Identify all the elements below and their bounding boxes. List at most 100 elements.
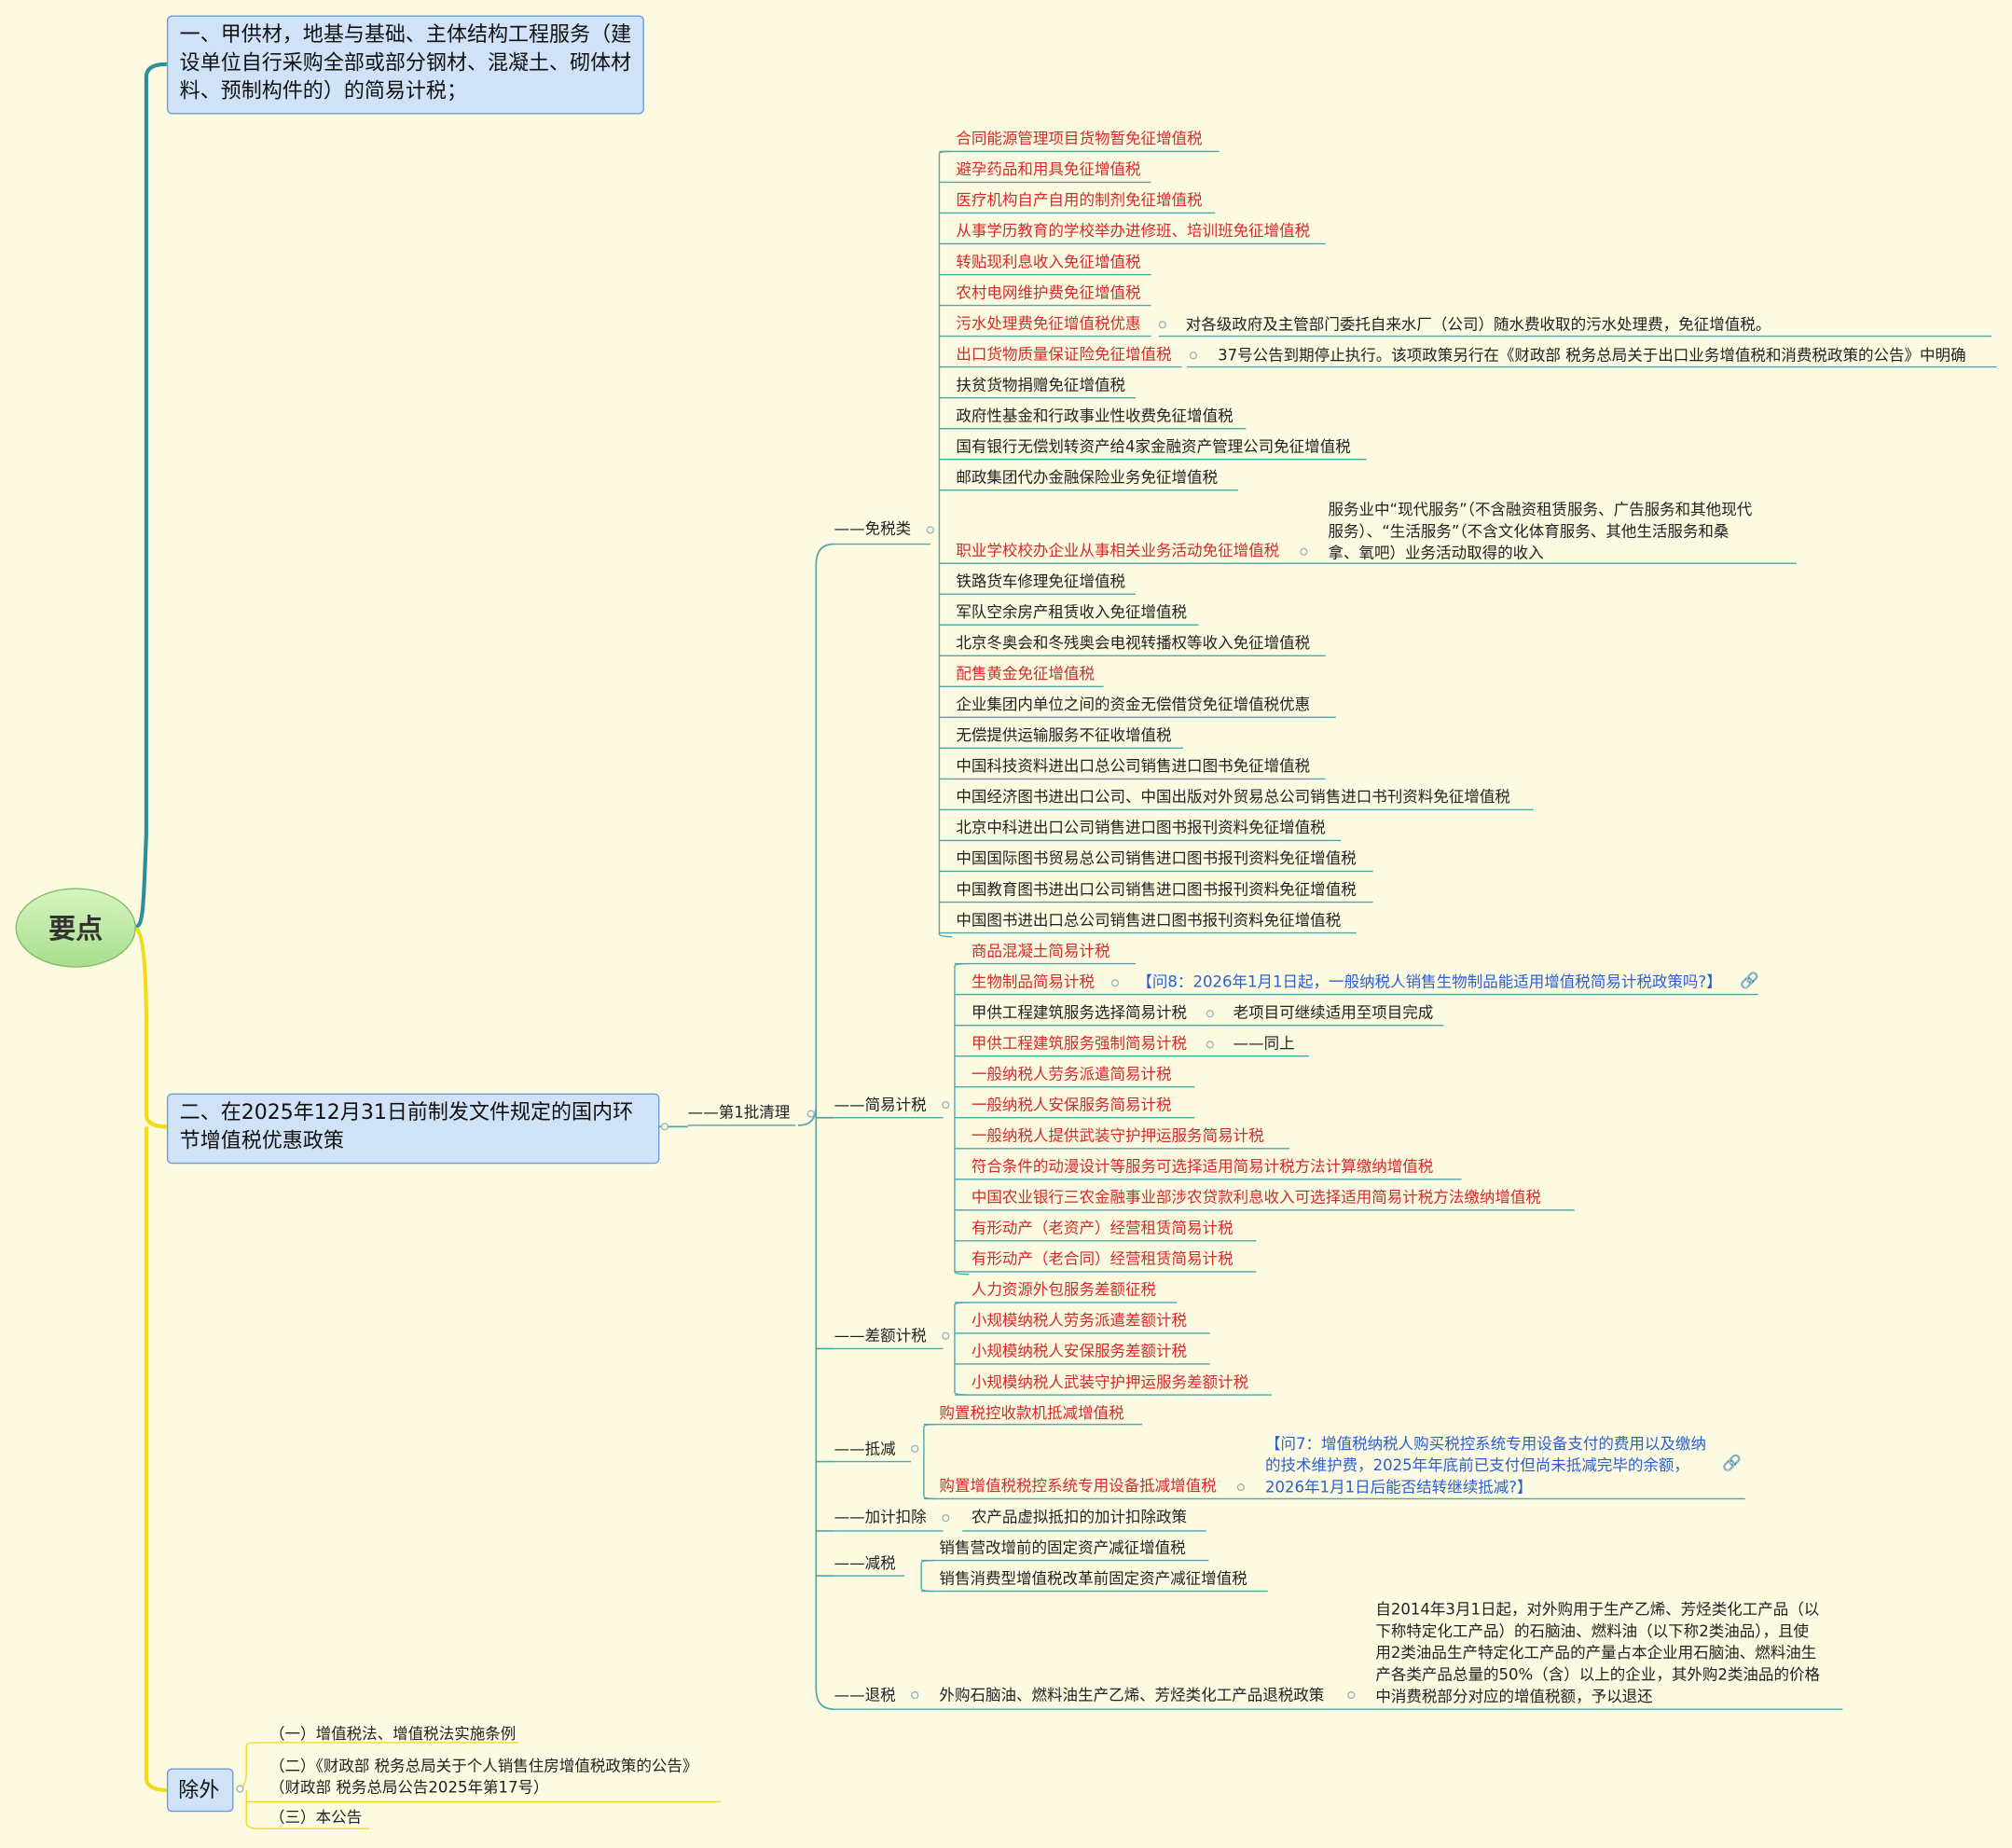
simple-item[interactable]: 甲供工程建筑服务强制简易计税: [971, 1034, 1188, 1053]
connector-line: [135, 62, 167, 929]
category-refund[interactable]: ——退税: [834, 1686, 896, 1704]
simple-item[interactable]: 一般纳税人提供武装守护押运服务简易计税: [971, 1126, 1264, 1145]
exempt-item[interactable]: 污水处理费免征增值税优惠: [956, 314, 1141, 333]
branch-node-policies[interactable]: 二、在2025年12月31日前制发文件规定的国内环节增值税优惠政策: [166, 1093, 660, 1165]
offset-item-2[interactable]: 购置增值税税控系统专用设备抵减增值税: [939, 1477, 1217, 1496]
exempt-item[interactable]: 职业学校校办企业从事相关业务活动免征增值税: [956, 541, 1280, 560]
collapse-circle-icon[interactable]: [1206, 1041, 1214, 1049]
branch-node-jiagong[interactable]: 一、甲供材，地基与基础、主体结构工程服务（建设单位自行采购全部或部分钢材、混凝土…: [166, 15, 644, 115]
exempt-item[interactable]: 配售黄金免征增值税: [956, 664, 1095, 683]
note-sewage: 对各级政府及主管部门委托自来水厂（公司）随水费收取的污水处理费，免征增值税。: [1185, 315, 1771, 334]
diff-item[interactable]: 人力资源外包服务差额征税: [971, 1280, 1157, 1299]
root-node[interactable]: 要点: [15, 888, 136, 968]
exempt-item[interactable]: 农村电网维护费免征增值税: [956, 283, 1141, 302]
connector-line: [938, 150, 953, 545]
connector-line: [954, 1302, 970, 1349]
collapse-circle-icon[interactable]: [942, 1100, 950, 1110]
collapse-circle-icon[interactable]: [806, 1110, 815, 1118]
collapse-circle-icon[interactable]: [1206, 1010, 1214, 1018]
link-icon[interactable]: 🔗: [1721, 1454, 1742, 1472]
collapse-circle-icon[interactable]: [942, 1514, 950, 1523]
collapse-circle-icon[interactable]: [1300, 547, 1308, 556]
diff-item[interactable]: 小规模纳税人劳务派遣差额计税: [971, 1311, 1188, 1330]
exempt-item[interactable]: 企业集团内单位之间的资金无偿借贷免征增值税优惠: [956, 695, 1311, 714]
exempt-item[interactable]: 避孕药品和用具免征增值税: [956, 160, 1141, 179]
node-batch-1[interactable]: ——第1批清理: [687, 1103, 791, 1122]
exempt-item[interactable]: 中国科技资料进出口总公司销售进口图书免征增值税: [956, 757, 1311, 776]
reduce-item-2[interactable]: 销售消费型增值税改革前固定资产减征增值税: [939, 1569, 1247, 1588]
question-7-link[interactable]: 【问7：增值税纳税人购买税控系统专用设备支付的费用以及缴纳 的技术维护费，202…: [1265, 1434, 1706, 1496]
exempt-item[interactable]: 医疗机构自产自用的制剂免征增值税: [956, 191, 1203, 210]
simple-item[interactable]: 中国农业银行三农金融事业部涉农贷款利息收入可选择适用简易计税方法缴纳增值税: [971, 1188, 1541, 1207]
category-extra-deduct[interactable]: ——加计扣除: [834, 1508, 927, 1526]
exempt-item[interactable]: 转贴现利息收入免征增值税: [956, 253, 1141, 271]
note-export: 37号公告到期停止执行。该项政策另行在《财政部 税务总局关于出口业务增值税和消费…: [1218, 346, 1966, 365]
refund-item[interactable]: 外购石脑油、燃料油生产乙烯、芳烃类化工产品退税政策: [939, 1686, 1325, 1704]
diff-item[interactable]: 小规模纳税人安保服务差额计税: [971, 1342, 1188, 1360]
note-vocational: 服务业中“现代服务”（不含融资租赁服务、广告服务和其他现代 服务）、“生活服务”…: [1328, 500, 1753, 562]
connector-line: [954, 962, 970, 1118]
extra-deduct-item[interactable]: 农产品虚拟抵扣的加计扣除政策: [971, 1508, 1188, 1526]
note-refund: 自2014年3月1日起，对外购用于生产乙烯、芳烃类化工产品（以 下称特定化工产品…: [1375, 1600, 1820, 1706]
simple-item[interactable]: 生物制品简易计税: [971, 972, 1095, 991]
simple-item[interactable]: 有形动产（老合同）经营租赁简易计税: [971, 1249, 1233, 1268]
note-same: ——同上: [1233, 1034, 1295, 1053]
collapse-circle-icon[interactable]: [1347, 1690, 1356, 1700]
except-item-3[interactable]: （三）本公告: [269, 1808, 363, 1827]
exempt-item[interactable]: 北京中科进出口公司销售进口图书报刊资料免征增值税: [956, 819, 1326, 837]
simple-item[interactable]: 一般纳税人劳务派遣简易计税: [971, 1065, 1172, 1083]
collapse-circle-icon[interactable]: [911, 1690, 919, 1700]
connector-line: [954, 1348, 970, 1396]
exempt-item[interactable]: 从事学历教育的学校举办进修班、培训班免征增值税: [956, 222, 1311, 241]
collapse-circle-icon[interactable]: [926, 526, 934, 534]
simple-item[interactable]: 一般纳税人安保服务简易计税: [971, 1096, 1172, 1114]
exempt-item[interactable]: 中国教育图书进出口公司销售进口图书报刊资料免征增值税: [956, 880, 1357, 899]
collapse-circle-icon[interactable]: [660, 1123, 669, 1131]
diff-item[interactable]: 小规模纳税人武装守护押运服务差额计税: [971, 1372, 1249, 1391]
exempt-item[interactable]: 军队空余房产租赁收入免征增值税: [956, 602, 1188, 622]
simple-item[interactable]: 符合条件的动漫设计等服务可选择适用简易计税方法计算缴纳增值税: [971, 1157, 1434, 1176]
exempt-item[interactable]: 合同能源管理项目货物暂免征增值税: [956, 130, 1203, 148]
reduce-item-1[interactable]: 销售营改增前的固定资产减征增值税: [939, 1538, 1186, 1557]
exempt-item[interactable]: 政府性基金和行政事业性收费免征增值税: [956, 407, 1233, 425]
category-diff[interactable]: ——差额计税: [834, 1327, 927, 1345]
link-icon[interactable]: 🔗: [1740, 971, 1759, 990]
except-item-2[interactable]: （二）《财政部 税务总局关于个人销售住房增值税政策的公告》 （财政部 税务总局公…: [269, 1757, 698, 1797]
except-item-1[interactable]: （一）增值税法、增值税法实施条例: [269, 1724, 517, 1743]
exempt-item[interactable]: 中国图书进出口总公司销售进口图书报刊资料免征增值税: [956, 911, 1342, 930]
collapse-circle-icon[interactable]: [942, 1331, 950, 1340]
collapse-circle-icon[interactable]: [911, 1444, 919, 1453]
simple-item[interactable]: 有形动产（老资产）经营租赁简易计税: [971, 1219, 1233, 1237]
category-offset[interactable]: ——抵减: [834, 1440, 896, 1458]
exempt-item[interactable]: 北京冬奥会和冬残奥会电视转播权等收入免征增值税: [956, 633, 1311, 653]
category-exempt[interactable]: ——免税类: [834, 519, 912, 538]
exempt-item[interactable]: 中国国际图书贸易总公司销售进口图书报刊资料免征增值税: [956, 849, 1357, 868]
exempt-item[interactable]: 邮政集团代办金融保险业务免征增值税: [956, 468, 1219, 487]
collapse-circle-icon[interactable]: [1110, 979, 1120, 987]
collapse-circle-icon[interactable]: [1189, 352, 1198, 360]
connector-line: [815, 1106, 834, 1711]
offset-item-1[interactable]: 购置税控收款机抵减增值税: [939, 1403, 1124, 1422]
simple-item[interactable]: 商品混凝土简易计税: [971, 942, 1110, 960]
exempt-item[interactable]: 无偿提供运输服务不征收增值税: [956, 725, 1172, 745]
note-old-project: 老项目可继续适用至项目完成: [1233, 1003, 1434, 1022]
connector-line: [920, 1559, 934, 1577]
category-reduce[interactable]: ——减税: [834, 1553, 896, 1572]
collapse-circle-icon[interactable]: [1158, 321, 1167, 329]
simple-item[interactable]: 甲供工程建筑服务选择简易计税: [971, 1003, 1188, 1022]
exempt-item[interactable]: 铁路货车修理免征增值税: [956, 572, 1126, 591]
connector-line: [245, 1789, 260, 1829]
collapse-circle-icon[interactable]: [1236, 1483, 1245, 1492]
exempt-item[interactable]: 国有银行无偿划转资产给4家金融资产管理公司免征增值税: [956, 437, 1351, 456]
question-8-link[interactable]: 【问8：2026年1月1日起，一般纳税人销售生物制品能适用增值税简易计税政策吗?…: [1137, 972, 1722, 991]
collapse-circle-icon[interactable]: [236, 1785, 244, 1793]
connector-line: [923, 1461, 937, 1500]
connector-line: [144, 1126, 167, 1792]
connector-line: [798, 543, 834, 1126]
exempt-item[interactable]: 中国经济图书进出口公司、中国出版对外贸易总公司销售进口书刊资料免征增值税: [956, 788, 1510, 807]
category-simple[interactable]: ——简易计税: [834, 1096, 927, 1114]
exempt-item[interactable]: 出口货物质量保证险免征增值税: [956, 345, 1172, 364]
branch-node-except[interactable]: 除外: [166, 1768, 234, 1813]
exempt-item[interactable]: 扶贫货物捐赠免征增值税: [956, 376, 1126, 394]
